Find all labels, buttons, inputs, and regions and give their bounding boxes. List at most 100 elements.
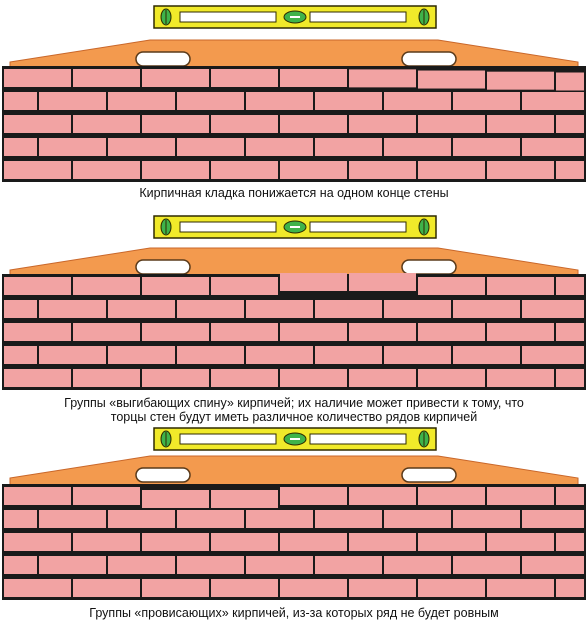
board-handle-right (401, 259, 457, 275)
brick (315, 300, 382, 318)
brick (4, 277, 71, 295)
brick (487, 71, 554, 90)
brick (4, 346, 37, 364)
spirit-level-window-left (179, 433, 277, 445)
panel-sagging-wall: Группы «провисающих» кирпичей, из-за кот… (0, 426, 588, 630)
brick (556, 579, 584, 597)
brick (246, 92, 313, 110)
brick (142, 533, 209, 551)
brick (108, 300, 175, 318)
panel-humped-wall: Группы «выгибающих спину» кирпичей; их н… (0, 212, 588, 426)
caption-line: торцы стен будут иметь различное количес… (110, 410, 478, 424)
brick (280, 115, 347, 133)
brick (418, 487, 485, 505)
brick (4, 487, 71, 505)
brick (418, 161, 485, 179)
brick (73, 487, 140, 505)
brick (4, 510, 37, 528)
brick (280, 369, 347, 387)
brick (73, 161, 140, 179)
panel-sloped-wall: Кирпичная кладка понижается на одном кон… (0, 0, 588, 206)
brick (349, 273, 416, 291)
brick (349, 161, 416, 179)
brick (73, 115, 140, 133)
brick (556, 277, 584, 295)
caption-humped-wall: Группы «выгибающих спину» кирпичей; их н… (0, 396, 588, 424)
spirit-level-window-right (309, 11, 407, 23)
board-handle-left (135, 51, 191, 67)
brick (556, 161, 584, 179)
brick (73, 323, 140, 341)
brick (211, 369, 278, 387)
brick (142, 69, 209, 87)
brick (522, 556, 584, 574)
brick (453, 510, 520, 528)
brick (142, 277, 209, 295)
brick (4, 323, 71, 341)
caption-sloped-wall: Кирпичная кладка понижается на одном кон… (0, 186, 588, 200)
brick (246, 300, 313, 318)
brick (280, 487, 347, 505)
brick (349, 487, 416, 505)
board-handle-left (135, 467, 191, 483)
brick (39, 138, 106, 156)
brick (315, 346, 382, 364)
brick (349, 533, 416, 551)
brick (142, 490, 209, 508)
brick (280, 69, 347, 87)
caption-line: Группы «провисающих» кирпичей, из-за кот… (89, 606, 499, 620)
brick (246, 346, 313, 364)
brick (4, 556, 37, 574)
brick (349, 115, 416, 133)
board-handle-left (135, 259, 191, 275)
brick (211, 490, 278, 508)
brick (418, 277, 485, 295)
brick (211, 69, 278, 87)
brick (487, 369, 554, 387)
brick (177, 300, 244, 318)
brick (453, 92, 520, 110)
brick (556, 533, 584, 551)
brick (418, 369, 485, 387)
brick (39, 92, 106, 110)
brick (39, 556, 106, 574)
spirit-level-window-left (179, 221, 277, 233)
brick (108, 138, 175, 156)
brick (211, 579, 278, 597)
brick (142, 115, 209, 133)
brick (487, 161, 554, 179)
brick (556, 369, 584, 387)
brick (246, 138, 313, 156)
caption-line: Группы «выгибающих спину» кирпичей; их н… (64, 396, 524, 410)
brick (349, 69, 416, 88)
brick (522, 138, 584, 156)
brick (4, 579, 71, 597)
brick (556, 487, 584, 505)
brick (522, 300, 584, 318)
brick (522, 510, 584, 528)
brick (349, 323, 416, 341)
brick (384, 510, 451, 528)
board-handle-right (401, 467, 457, 483)
wall-diagram-sloped (2, 5, 586, 182)
brick (556, 323, 584, 341)
brick (177, 510, 244, 528)
brick (4, 369, 71, 387)
brick (556, 72, 584, 91)
brick (4, 161, 71, 179)
brick (280, 161, 347, 179)
brick (73, 277, 140, 295)
wall-diagram-humped (2, 215, 586, 390)
brick (246, 510, 313, 528)
brick (349, 369, 416, 387)
brick (522, 92, 584, 110)
brick (556, 115, 584, 133)
brick (39, 346, 106, 364)
brick (384, 346, 451, 364)
brick (384, 300, 451, 318)
spirit-level-window-right (309, 433, 407, 445)
brick (487, 277, 554, 295)
brick (211, 115, 278, 133)
brick (315, 138, 382, 156)
brick (73, 579, 140, 597)
